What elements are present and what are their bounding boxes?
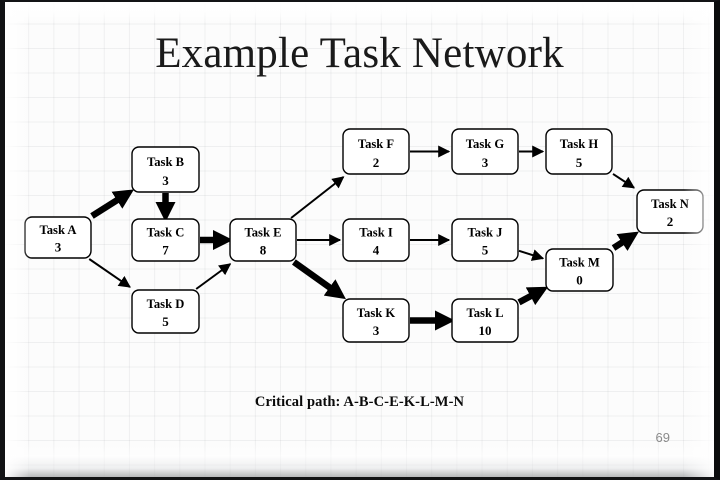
task-node-duration: 3 [162, 173, 169, 188]
task-node-box [451, 298, 519, 343]
task-node-n[interactable]: Task N 2 [636, 189, 704, 234]
task-node-label: Task I [359, 226, 393, 240]
task-node-k[interactable]: Task K 3 [342, 298, 410, 343]
task-node-l[interactable]: Task L 10 [451, 298, 519, 343]
task-node-duration: 2 [373, 155, 380, 170]
task-node-label: Task G [466, 137, 505, 151]
task-node-b[interactable]: Task B 3 [131, 146, 200, 193]
page-number: 69 [655, 430, 670, 445]
task-node-duration: 4 [373, 242, 380, 257]
task-node-duration: 8 [260, 242, 267, 257]
task-node-box [545, 128, 613, 175]
task-node-duration: 2 [667, 214, 674, 229]
edge-layer [88, 145, 639, 331]
task-node-label: Task B [147, 155, 185, 169]
task-node-duration: 5 [482, 242, 489, 257]
task-node-d[interactable]: Task D 5 [131, 289, 200, 334]
task-node-label: Task F [358, 137, 395, 151]
edge-e-to-k [291, 259, 346, 300]
task-node-f[interactable]: Task F 2 [342, 128, 410, 175]
task-node-label: Task L [467, 306, 504, 320]
task-node-m[interactable]: Task M 0 [545, 248, 614, 292]
task-node-label: Task M [559, 256, 600, 270]
task-node-e[interactable]: Task E 8 [229, 218, 297, 262]
task-node-a[interactable]: Task A 3 [24, 216, 92, 259]
task-node-g[interactable]: Task G 3 [451, 128, 519, 175]
task-node-label: Task J [468, 226, 503, 240]
task-node-box [451, 218, 519, 262]
task-node-box [131, 218, 200, 262]
page-title: Example Task Network [155, 30, 564, 77]
task-node-label: Task A [40, 223, 77, 237]
task-node-label: Task E [245, 226, 282, 240]
edge-m-to-n [611, 231, 639, 251]
task-node-label: Task N [651, 197, 689, 211]
edge-j-to-m [518, 249, 545, 261]
task-node-box [131, 289, 200, 334]
task-node-label: Task H [560, 137, 599, 151]
edge-h-to-n [612, 173, 636, 189]
task-node-duration: 5 [162, 314, 169, 329]
edge-d-to-e [195, 263, 232, 290]
task-node-box [342, 298, 410, 343]
task-node-j[interactable]: Task J 5 [451, 218, 519, 262]
task-node-duration: 3 [373, 323, 380, 338]
edge-a-to-d [88, 258, 131, 288]
task-node-label: Task C [147, 226, 185, 240]
task-node-duration: 3 [55, 239, 62, 254]
edge-a-to-b [90, 189, 134, 219]
task-node-label: Task K [357, 306, 396, 320]
task-node-box [229, 218, 297, 262]
task-node-box [545, 248, 614, 292]
task-node-box [451, 128, 519, 175]
task-node-c[interactable]: Task C 7 [131, 218, 200, 262]
edge-l-to-m [517, 286, 549, 306]
task-node-duration: 0 [576, 272, 583, 287]
task-node-duration: 7 [162, 242, 169, 257]
critical-path-caption: Critical path: A-B-C-E-K-L-M-N [254, 394, 465, 410]
task-node-label: Task D [147, 297, 185, 311]
task-node-box [342, 128, 410, 175]
task-node-box [342, 218, 410, 262]
task-node-duration: 5 [576, 155, 583, 170]
task-node-i[interactable]: Task I 4 [342, 218, 410, 262]
task-node-box [131, 146, 200, 193]
task-node-h[interactable]: Task H 5 [545, 128, 613, 175]
task-node-duration: 3 [482, 155, 489, 170]
edge-e-to-f [290, 176, 345, 219]
task-node-duration: 10 [479, 323, 492, 338]
